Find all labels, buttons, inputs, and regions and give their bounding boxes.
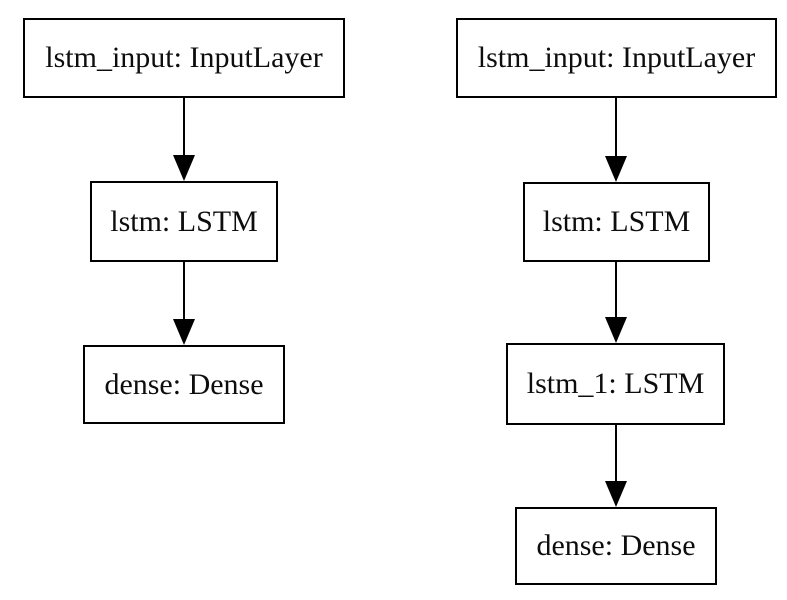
edge-input-to-lstm [605, 98, 627, 182]
arrowhead-icon [605, 156, 627, 182]
node-label: lstm_1: LSTM [526, 367, 705, 400]
edge-lstm1-to-dense [605, 425, 627, 507]
node-lstm-input: lstm_input: InputLayer [456, 18, 777, 98]
node-label: lstm: LSTM [110, 204, 258, 238]
arrowhead-icon [605, 317, 627, 343]
node-label: lstm: LSTM [542, 205, 691, 238]
node-lstm-input: lstm_input: InputLayer [23, 18, 345, 98]
arrowhead-icon [173, 319, 195, 345]
edge-lstm-to-dense [173, 262, 195, 345]
node-dense: dense: Dense [83, 345, 285, 424]
node-dense: dense: Dense [515, 507, 717, 585]
node-lstm: lstm: LSTM [90, 181, 278, 262]
edge-line [183, 262, 185, 327]
node-label: lstm_input: InputLayer [45, 41, 323, 74]
node-lstm-1: lstm_1: LSTM [506, 343, 725, 425]
node-label: dense: Dense [104, 367, 264, 401]
arrowhead-icon [605, 481, 627, 507]
edge-line [615, 425, 617, 489]
node-label: dense: Dense [536, 529, 696, 562]
edge-lstm-to-lstm1 [605, 262, 627, 343]
edge-line [615, 262, 617, 325]
node-lstm: lstm: LSTM [523, 182, 710, 262]
edge-input-to-lstm [173, 98, 195, 181]
edge-line [183, 98, 185, 163]
node-label: lstm_input: InputLayer [477, 41, 756, 74]
edge-line [615, 98, 617, 164]
arrowhead-icon [173, 155, 195, 181]
